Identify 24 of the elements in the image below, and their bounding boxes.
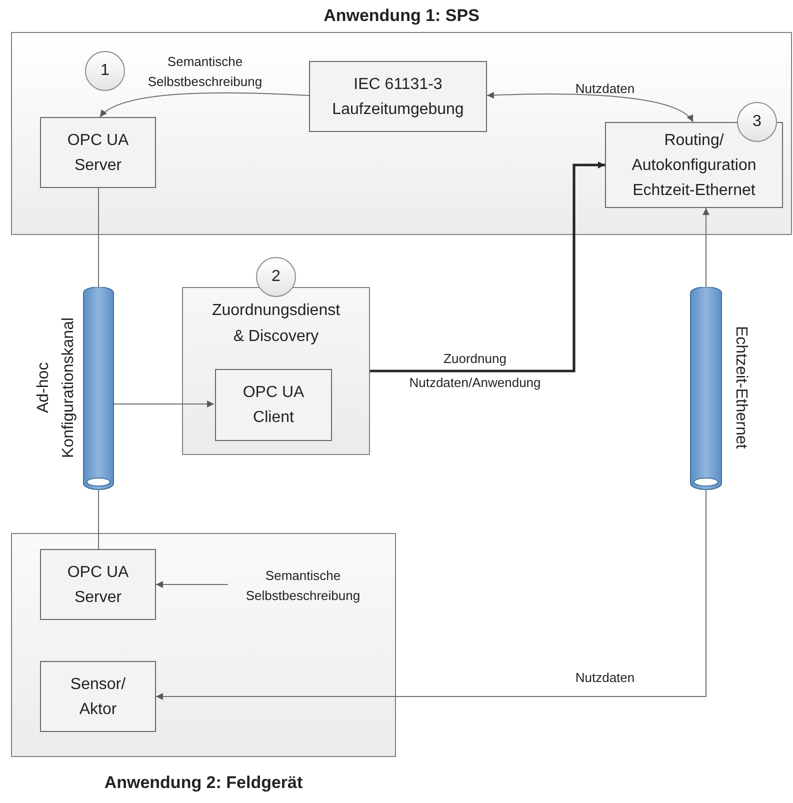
connector-arrow — [702, 208, 710, 288]
process-box: IEC 61131-3 Laufzeitumgebung — [309, 61, 487, 132]
connector-arrow — [486, 92, 694, 122]
group-heading: Anwendung 2: Feldgerät — [104, 772, 303, 794]
channel-label: Echtzeit-Ethernet — [732, 326, 750, 449]
connector-arrow — [156, 490, 706, 700]
connector-arrow — [156, 581, 228, 588]
channel-label: Ad-hoc Konfigurationskanal — [34, 316, 78, 460]
process-box: OPC UA Server — [40, 117, 156, 188]
connector-arrow — [100, 92, 310, 118]
edge-label: Nutzdaten — [574, 669, 636, 687]
service-panel — [182, 287, 370, 455]
connector-arrow — [370, 162, 605, 372]
edge-label: Zuordnung Nutzdaten/Anwendung — [408, 350, 542, 392]
connector-arrow — [114, 400, 214, 408]
step-number: 2 — [256, 257, 296, 297]
edge-label: Semantische Selbstbeschreibung — [146, 53, 264, 91]
process-box: OPC UA Server — [40, 549, 156, 620]
group-heading: Anwendung 1: SPS — [324, 5, 480, 27]
panel-heading: Zuordnungsdienst & Discovery — [210, 301, 342, 347]
edge-label: Nutzdaten — [574, 80, 636, 98]
annotation-text: Semantische Selbstbeschreibung — [228, 566, 378, 606]
process-box: Sensor/ Aktor — [40, 661, 156, 732]
process-box: OPC UA Client — [215, 369, 332, 441]
